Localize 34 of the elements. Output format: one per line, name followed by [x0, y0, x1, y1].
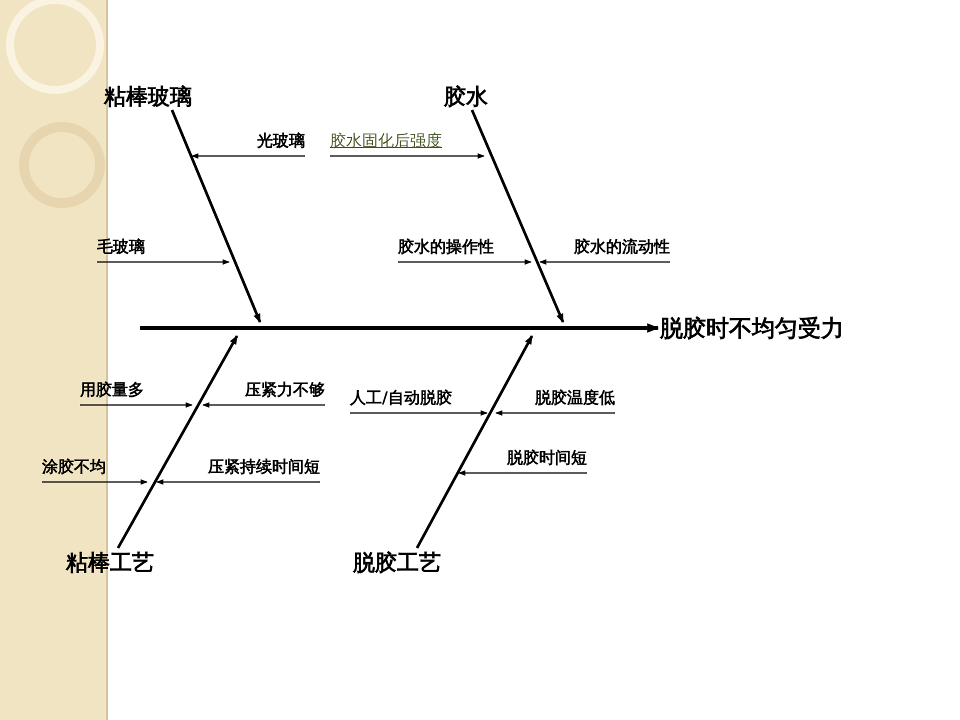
category-label: 胶水: [444, 83, 488, 112]
category-label: 脱胶工艺: [353, 549, 441, 578]
spine-arrow: [140, 323, 660, 333]
cause-label: 胶水的流动性: [574, 236, 670, 257]
cause-arrow: [330, 153, 485, 159]
cause-label: 光玻璃: [257, 130, 305, 151]
cause-label: 压紧力不够: [245, 379, 325, 400]
bone-arrow: [116, 335, 238, 549]
cause-arrow: [495, 410, 615, 416]
cause-label: 人工/自动脱胶: [350, 387, 452, 408]
cause-arrow: [156, 479, 320, 485]
cause-arrow: [458, 470, 587, 476]
cause-arrow: [202, 402, 325, 408]
cause-arrow: [398, 259, 532, 265]
cause-label: 压紧持续时间短: [208, 456, 320, 477]
cause-label: 脱胶时间短: [507, 447, 587, 468]
cause-label: 涂胶不均: [42, 456, 106, 477]
cause-arrow: [539, 259, 670, 265]
bone-arrow: [170, 109, 262, 323]
cause-arrow: [80, 402, 193, 408]
cause-label: 用胶量多: [80, 379, 144, 400]
cause-label: 脱胶温度低: [535, 387, 615, 408]
cause-arrow: [350, 410, 488, 416]
bone-arrow: [470, 109, 564, 323]
cause-label: 毛玻璃: [97, 236, 145, 257]
cause-arrow: [191, 153, 305, 159]
cause-label: 胶水的操作性: [398, 236, 494, 257]
bone-arrow: [416, 335, 534, 549]
category-label: 粘棒玻璃: [104, 83, 192, 112]
effect-label: 脱胶时不均匀受力: [660, 314, 844, 344]
cause-arrow: [97, 259, 230, 265]
cause-arrow: [42, 479, 148, 485]
cause-label: 胶水固化后强度: [330, 130, 442, 151]
category-label: 粘棒工艺: [66, 549, 154, 578]
